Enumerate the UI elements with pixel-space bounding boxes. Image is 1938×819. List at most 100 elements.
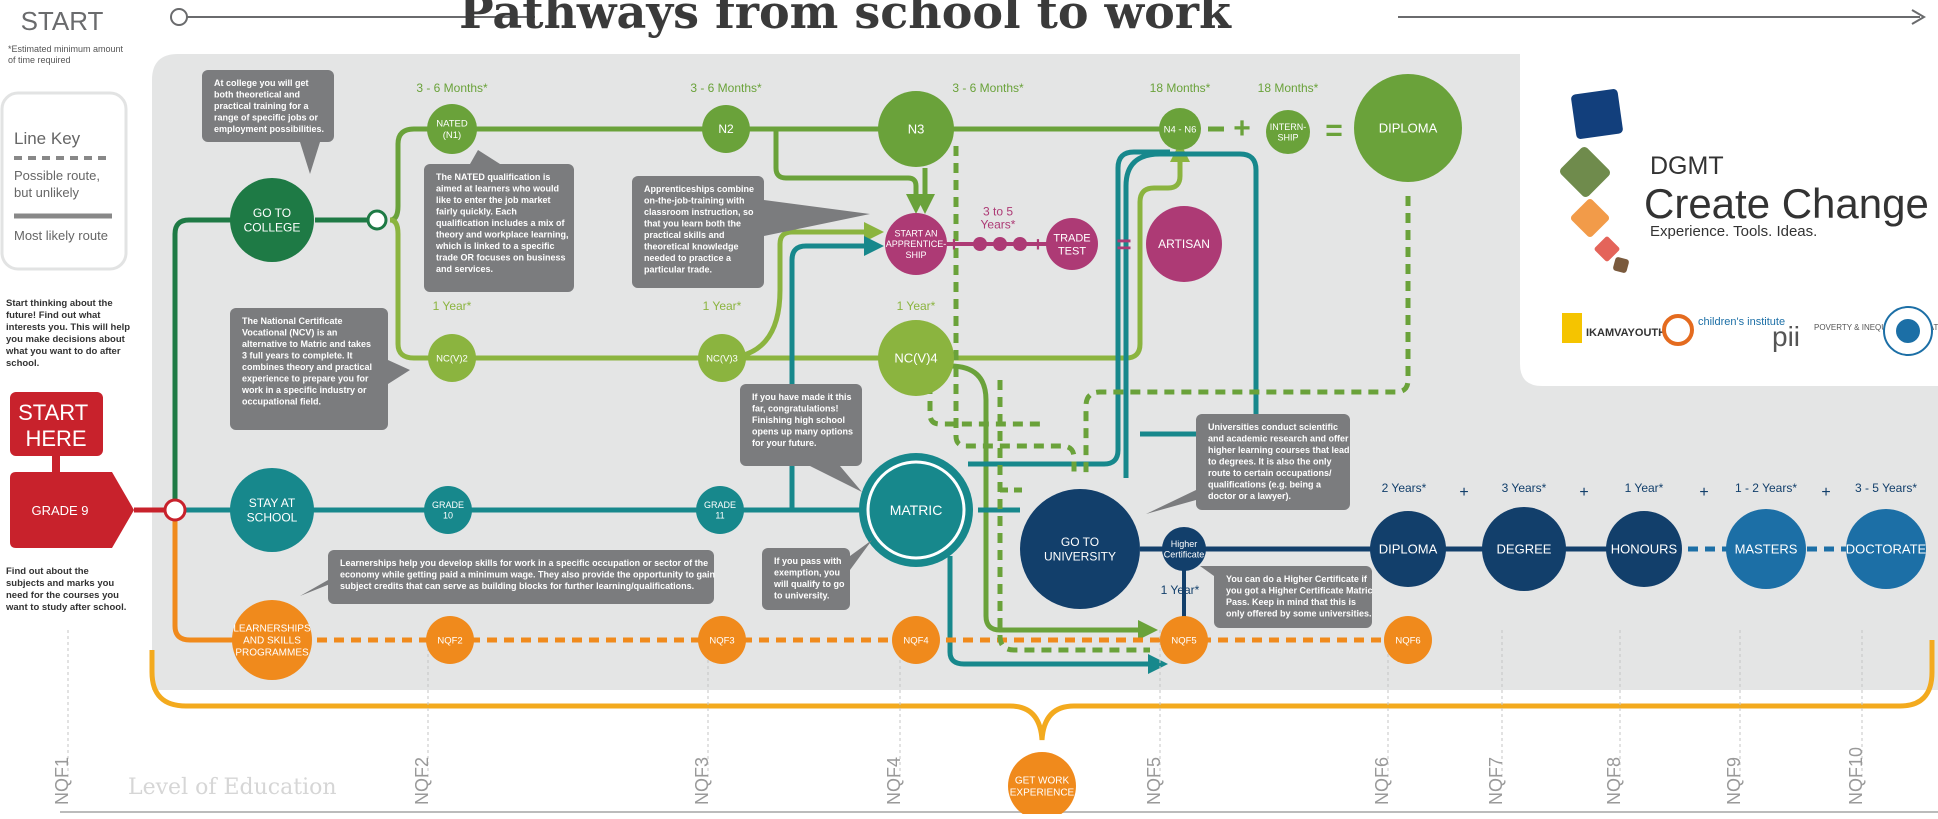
trade-dot-2 bbox=[993, 237, 1007, 251]
node-label-nqf2: NQF2 bbox=[437, 635, 462, 646]
dashed-ncv4-uni bbox=[927, 384, 1040, 427]
nqf-axis-label: NQF10 bbox=[1846, 747, 1866, 805]
duration-mas: 1 - 2 Years* bbox=[1735, 481, 1797, 495]
start-here-badge bbox=[10, 392, 103, 456]
duration-m4: 18 Months* bbox=[1150, 81, 1211, 95]
route-n2-apprentice bbox=[773, 129, 926, 214]
possible-route-label: Possible route,but unlikely bbox=[14, 168, 100, 200]
duration-dip: 2 Years* bbox=[1382, 481, 1427, 495]
partner-pii: POVERTY & INEQUALITY INITIATIVE bbox=[1814, 323, 1938, 332]
node-label-nqf5: NQF5 bbox=[1171, 635, 1196, 646]
route-learner bbox=[172, 510, 234, 643]
duration-m1: 3 - 6 Months* bbox=[416, 81, 488, 95]
nqf-axis-label: NQF5 bbox=[1144, 757, 1164, 805]
duration-doc: 3 - 5 Years* bbox=[1855, 481, 1917, 495]
nqf-axis-label: NQF1 bbox=[52, 757, 72, 805]
route-matric-nqf5 bbox=[947, 556, 1168, 674]
node-label-masters: MASTERS bbox=[1735, 542, 1798, 557]
plus-sign: + bbox=[1233, 112, 1251, 145]
node-label-degree: DEGREE bbox=[1497, 542, 1552, 557]
plus-sign: + bbox=[1699, 484, 1708, 501]
college-junction bbox=[366, 209, 388, 231]
callout-learnership: Learnerships help you develop skills for… bbox=[300, 550, 715, 604]
partner-ikamva: IKAMVAYOUTH bbox=[1586, 327, 1666, 339]
route-hub-ncv bbox=[389, 217, 452, 361]
outro-text: Find out about the subjects and marks yo… bbox=[5, 566, 126, 613]
node-n3: N3 bbox=[878, 91, 954, 167]
page-title: Pathways from school to work bbox=[459, 0, 1232, 39]
route-grade11-apprentice bbox=[789, 236, 884, 510]
node-label-diploma: DIPLOMA bbox=[1379, 542, 1438, 557]
node-label-artisan: ARTISAN bbox=[1158, 237, 1210, 251]
plus-sign: + bbox=[1459, 484, 1468, 501]
node-label-nqf4: NQF4 bbox=[903, 635, 928, 646]
node-ncv2: NC(V)2 bbox=[428, 334, 476, 382]
node-nqf2: NQF2 bbox=[426, 616, 474, 664]
duration-y2: 1 Year* bbox=[703, 299, 742, 313]
node-label-internship: INTERN-SHIP bbox=[1270, 122, 1307, 143]
start-connector bbox=[52, 456, 60, 472]
dashed-diploma-uni bbox=[1083, 196, 1411, 474]
node-masters: MASTERS bbox=[1726, 509, 1806, 589]
node-ncv3: NC(V)3 bbox=[698, 334, 746, 382]
dgmt-logo bbox=[1556, 86, 1629, 273]
plus-sign: + bbox=[948, 234, 960, 256]
partner-pii-mark: pii bbox=[1772, 321, 1800, 352]
node-label-ncv2: NC(V)2 bbox=[436, 353, 468, 364]
line-key-title: Line Key bbox=[14, 129, 81, 148]
node-nqf5: NQF5 bbox=[1160, 616, 1208, 664]
dashed-ncv4-nqf5 bbox=[997, 380, 1150, 653]
nqf-axis-label: NQF6 bbox=[1372, 757, 1392, 805]
node-label-n2: N2 bbox=[718, 122, 734, 136]
key-box bbox=[0, 91, 128, 271]
grade9-label: GRADE 9 bbox=[31, 503, 88, 518]
node-internship: INTERN-SHIP bbox=[1266, 110, 1310, 154]
node-nated: NATED(N1) bbox=[427, 104, 477, 154]
node-artisan: ARTISAN bbox=[1146, 206, 1222, 282]
trade-dot-1 bbox=[973, 237, 987, 251]
start-label: START bbox=[21, 6, 104, 36]
nqf-axis-label: NQF2 bbox=[412, 757, 432, 805]
node-nqf4: NQF4 bbox=[892, 616, 940, 664]
level-bracket bbox=[149, 640, 1935, 741]
duration-m3: 3 - 6 Months* bbox=[952, 81, 1024, 95]
likely-route-label: Most likely route bbox=[14, 228, 108, 243]
node-label-n3: N3 bbox=[908, 122, 925, 137]
node-label-doctorate: DOCTORATE bbox=[1846, 542, 1927, 557]
route-college-trunk bbox=[172, 217, 232, 510]
duration-y3: 1 Year* bbox=[897, 299, 936, 313]
node-label-ncv4: NC(V)4 bbox=[894, 351, 937, 366]
nqf-axis-label: NQF3 bbox=[692, 757, 712, 805]
node-label-nqf3: NQF3 bbox=[709, 635, 734, 646]
node-nqf6: NQF6 bbox=[1384, 616, 1432, 664]
equals-sign: = bbox=[1116, 229, 1131, 259]
route-ncv4-nqf5 bbox=[949, 363, 1158, 640]
dashed-n3-uni bbox=[953, 146, 1077, 478]
plus-sign: + bbox=[1579, 484, 1588, 501]
node-n2: N2 bbox=[702, 105, 750, 153]
node-label-matric: MATRIC bbox=[890, 502, 943, 518]
